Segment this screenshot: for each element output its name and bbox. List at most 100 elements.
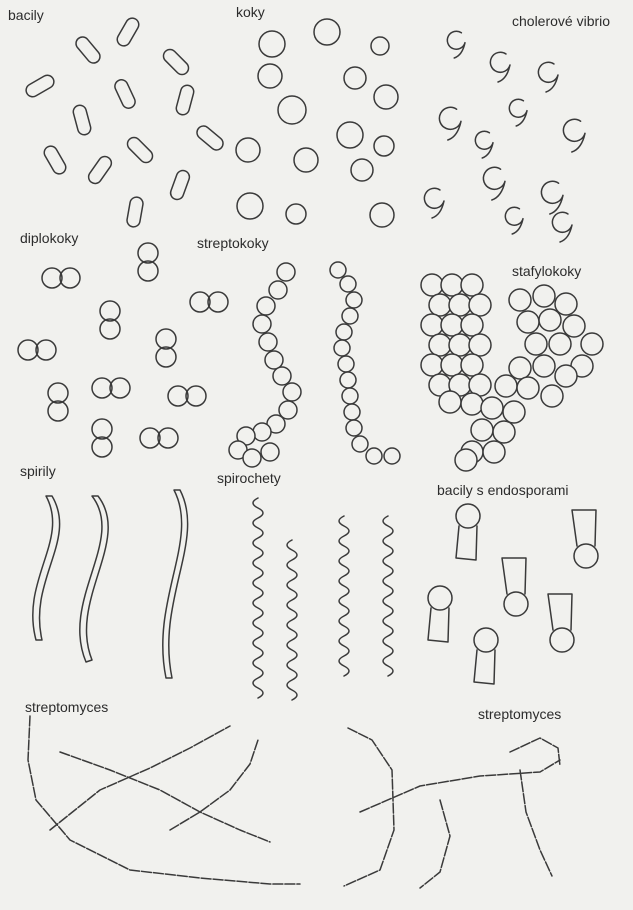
streptococcus-cell — [336, 324, 352, 340]
staphylococcus-cell — [563, 315, 585, 337]
bacillus-cell — [125, 135, 155, 165]
diplococcus-cell — [168, 386, 188, 406]
staphylococcus-cell — [461, 314, 483, 336]
staphylococcus-cell — [421, 354, 443, 376]
streptococcus-cell — [257, 297, 275, 315]
streptokoky-group — [229, 262, 400, 467]
diplococcus-cell — [42, 268, 62, 288]
staphylococcus-cell — [429, 334, 451, 356]
staphylococcus-cell — [539, 309, 561, 331]
streptomyces-hypha — [170, 740, 258, 830]
vibrio-cell — [505, 207, 523, 234]
staphylococcus-cell — [541, 385, 563, 407]
staphylococcus-cell — [533, 285, 555, 307]
staphylococcus-cell — [441, 314, 463, 336]
streptococcus-cell — [330, 262, 346, 278]
staphylococcus-cell — [481, 397, 503, 419]
streptomyces-hypha — [420, 800, 450, 888]
spirochete-cell — [339, 516, 349, 676]
streptococcus-cell — [253, 315, 271, 333]
spirillum-cell — [163, 490, 188, 678]
bacillus-body — [548, 594, 572, 630]
staphylococcus-cell — [461, 354, 483, 376]
streptococcus-cell — [253, 423, 271, 441]
diplococcus-cell — [158, 428, 178, 448]
staphylococcus-cell — [441, 354, 463, 376]
staphylococcus-cell — [421, 314, 443, 336]
spirillum-cell — [33, 496, 60, 640]
diplococcus-cell — [48, 383, 68, 403]
bacillus-cell — [73, 34, 102, 65]
diplococcus-cell — [138, 243, 158, 263]
bacillus-body — [456, 526, 477, 560]
vibrio-cell — [490, 52, 510, 82]
streptococcus-cell — [344, 404, 360, 420]
streptomyces-hypha — [344, 728, 394, 886]
staphylococcus-cell — [449, 294, 471, 316]
staphylococcus-cell — [483, 441, 505, 463]
vibrio-cell — [475, 131, 493, 158]
bacillus-cell — [161, 47, 191, 77]
endospore-cell — [504, 592, 528, 616]
coccus-cell — [236, 138, 260, 162]
streptococcus-cell — [352, 436, 368, 452]
staphylococcus-cell — [461, 393, 483, 415]
endospory-group — [428, 504, 598, 684]
vibrio-cell — [509, 99, 527, 126]
streptococcus-cell — [342, 308, 358, 324]
streptomyces-hypha — [520, 770, 552, 876]
staphylococcus-cell — [471, 419, 493, 441]
vibrio-cell — [538, 62, 558, 92]
streptococcus-cell — [346, 420, 362, 436]
streptococcus-cell — [334, 340, 350, 356]
diplococcus-cell — [156, 347, 176, 367]
coccus-cell — [370, 203, 394, 227]
staphylococcus-cell — [509, 357, 531, 379]
coccus-cell — [337, 122, 363, 148]
coccus-cell — [278, 96, 306, 124]
koky-group — [236, 19, 398, 227]
endospore-cell — [428, 586, 452, 610]
staphylococcus-cell — [469, 294, 491, 316]
streptococcus-cell — [261, 443, 279, 461]
staphylococcus-cell — [495, 375, 517, 397]
coccus-cell — [237, 193, 263, 219]
staphylococcus-cell — [555, 365, 577, 387]
diplococcus-cell — [100, 301, 120, 321]
staphylococcus-cell — [581, 333, 603, 355]
staphylococcus-cell — [429, 294, 451, 316]
bacillus-cell — [86, 154, 114, 186]
diplococcus-cell — [18, 340, 38, 360]
spirochete-cell — [253, 498, 263, 698]
coccus-cell — [351, 159, 373, 181]
staphylococcus-cell — [525, 333, 547, 355]
diplococcus-cell — [36, 340, 56, 360]
bacillus-body — [572, 510, 596, 546]
bacillus-cell — [194, 123, 225, 152]
spirochete-cell — [287, 540, 297, 700]
bacillus-cell — [24, 73, 56, 99]
spirillum-cell — [80, 496, 108, 662]
vibrio-cell — [563, 119, 585, 152]
staphylococcus-cell — [509, 289, 531, 311]
endospore-cell — [456, 504, 480, 528]
streptococcus-cell — [340, 276, 356, 292]
staphylococcus-cell — [449, 334, 471, 356]
bacillus-cell — [115, 16, 141, 48]
streptococcus-cell — [273, 367, 291, 385]
vibrio-cell — [439, 107, 461, 140]
coccus-cell — [294, 148, 318, 172]
streptococcus-cell — [340, 372, 356, 388]
bacillus-cell — [169, 169, 191, 202]
coccus-cell — [258, 64, 282, 88]
spirily-group — [33, 490, 188, 678]
bacillus-cell — [126, 196, 144, 228]
streptococcus-cell — [384, 448, 400, 464]
diplococcus-cell — [48, 401, 68, 421]
staphylococcus-cell — [493, 421, 515, 443]
coccus-cell — [259, 31, 285, 57]
staphylococcus-cell — [461, 274, 483, 296]
streptococcus-cell — [346, 292, 362, 308]
diplococcus-cell — [92, 378, 112, 398]
